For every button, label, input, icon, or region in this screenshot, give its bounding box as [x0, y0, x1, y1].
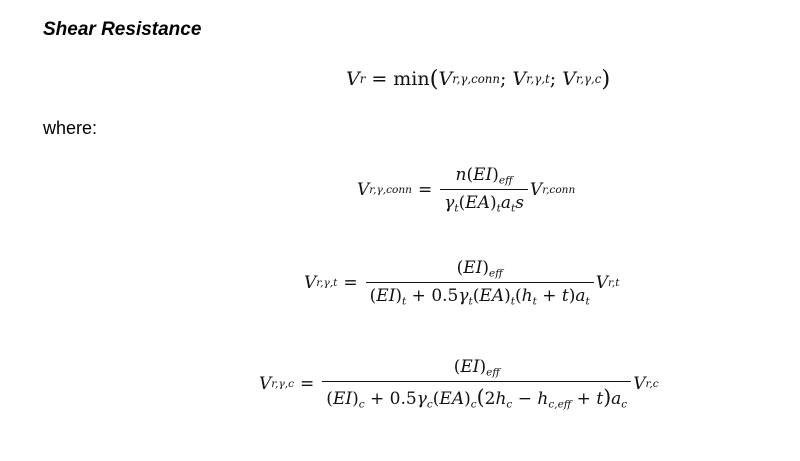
where-label: where:	[43, 118, 98, 138]
section-heading: Shear Resistance	[43, 19, 202, 40]
